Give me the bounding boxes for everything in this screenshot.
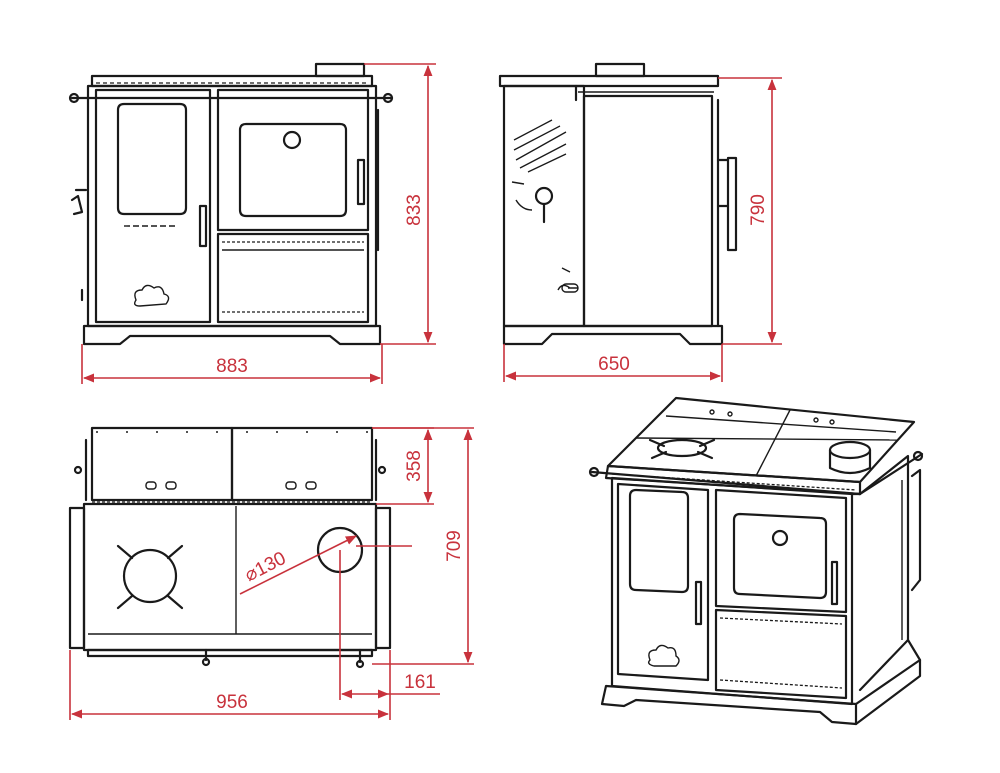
thermometer-icon <box>282 130 302 150</box>
side-dimensions: 650 790 <box>503 77 782 382</box>
air-regulator-icon <box>534 186 554 206</box>
perspective-view <box>588 396 924 726</box>
fire-door-window <box>116 102 188 216</box>
dim-top-width: 956 <box>216 692 248 713</box>
dim-front-height: 833 <box>404 194 425 226</box>
top-dimensions: 358 709 ⌀130 161 956 <box>69 427 474 720</box>
dim-flue-offset: 161 <box>404 672 436 693</box>
top-view <box>68 426 392 669</box>
fire-door <box>94 88 212 324</box>
dim-top-depth: 709 <box>444 530 465 562</box>
ash-drawer <box>216 232 370 324</box>
fire-door-handle <box>198 204 208 248</box>
oven-door <box>216 88 370 232</box>
dim-top-partial-depth: 358 <box>404 450 425 482</box>
brand-logo-icon <box>133 284 170 307</box>
burner-icon <box>116 544 184 610</box>
cooktop <box>82 502 378 652</box>
side-view <box>498 62 738 346</box>
front-dimensions: 883 833 <box>81 63 436 384</box>
dim-side-height: 790 <box>748 194 769 226</box>
front-view <box>68 62 394 346</box>
air-vent <box>513 119 567 173</box>
dim-side-depth: 650 <box>598 354 630 375</box>
stove-base <box>82 324 382 346</box>
dim-front-width: 883 <box>216 356 248 377</box>
